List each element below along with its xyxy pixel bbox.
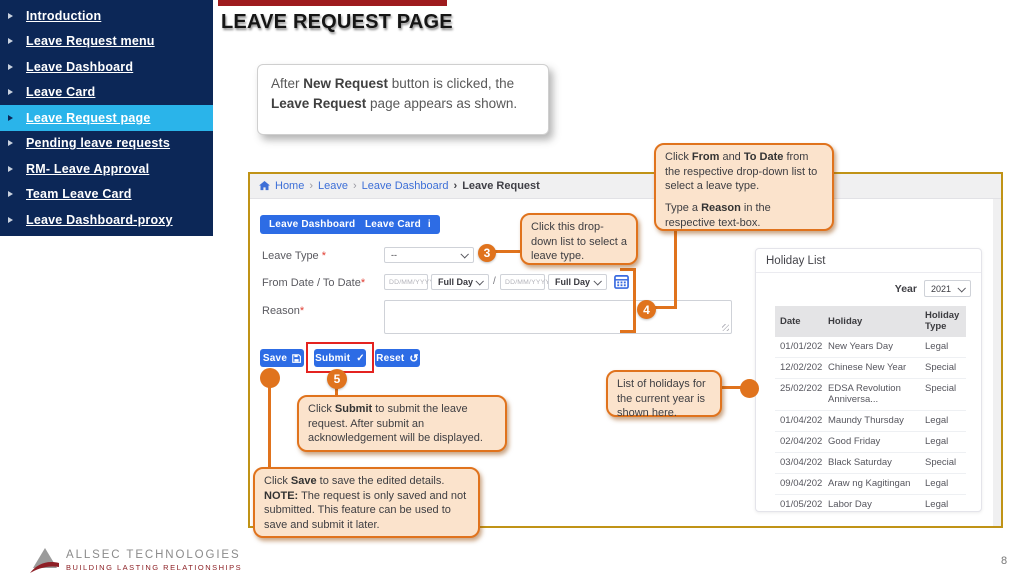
callout-submit: Click Submit to submit the leave request… [297,395,507,452]
bullet-triangle-icon [8,38,13,45]
note-box: After New Request button is clicked, the… [257,64,549,135]
sidebar-item-introduction[interactable]: Introduction [0,3,213,29]
leave-type-select[interactable]: -- [384,247,474,263]
from-date-input[interactable]: DD/MM/YYYY [384,274,434,290]
breadcrumb-leave-dashboard-link[interactable]: Leave Dashboard [361,180,449,192]
col-header-date: Date [775,306,823,337]
breadcrumb-leave-link[interactable]: Leave [318,180,348,192]
sidebar-item-leave-card[interactable]: Leave Card [0,80,213,106]
step-4-badge: 4 [637,300,656,319]
bullet-triangle-icon [8,89,13,96]
calendar-icon[interactable] [614,274,629,289]
chevron-down-icon [593,277,602,286]
bullet-triangle-icon [8,140,13,147]
chevron-down-icon [460,250,469,259]
reason-label: Reason* [262,305,305,317]
bracket-top-tick [620,268,636,271]
sidebar-item-leave-dashboard[interactable]: Leave Dashboard [0,54,213,80]
chevron-down-icon [475,277,484,286]
bullet-triangle-icon [8,191,13,198]
bracket-bottom-tick [620,330,636,333]
breadcrumb-home-link[interactable]: Home [275,180,305,192]
callout-4-connector-horizontal [652,306,677,309]
check-icon: ✓ [356,352,365,364]
reset-button[interactable]: Reset↺ [375,349,420,367]
year-selector-row: Year 2021 [756,280,971,297]
logo-tagline: BUILDING LASTING RELATIONSHIPS [66,563,243,572]
callout-5-connector-line [335,388,338,397]
sidebar-item-rm-leave-approval[interactable]: RM- Leave Approval [0,156,213,182]
to-day-type-select[interactable]: Full Day [548,274,607,290]
from-day-type-select[interactable]: Full Day [431,274,489,290]
bullet-triangle-icon [8,216,13,223]
callout-save-connector-line [268,386,271,467]
bullet-triangle-icon [8,165,13,172]
allsec-logo-icon [28,547,62,575]
callout-date-reason: Click From and To Date from the respecti… [654,143,834,231]
home-icon [259,181,270,191]
col-header-holiday-type: Holiday Type [920,306,966,337]
callout-holiday-connector-line [720,386,742,389]
callout-leave-type: Click this drop-down list to select a le… [520,213,638,265]
logo-company-name: ALLSEC TECHNOLOGIES [66,549,241,561]
step-5-badge: 5 [327,369,347,389]
breadcrumb-separator: › [353,180,357,192]
breadcrumb-separator: › [453,180,458,192]
sidebar-item-pending-leave-requests[interactable]: Pending leave requests [0,131,213,157]
breadcrumb-current: Leave Request [462,180,540,192]
bullet-triangle-icon [8,114,13,121]
submit-highlight-rectangle [306,342,374,373]
sidebar-nav: Introduction Leave Request menu Leave Da… [0,0,213,236]
bullet-triangle-icon [8,12,13,19]
breadcrumb: Home › Leave › Leave Dashboard › Leave R… [250,174,1001,199]
col-header-holiday: Holiday [823,306,920,337]
page-title: LEAVE REQUEST PAGE [221,11,453,33]
callout-save: Click Save to save the edited details. N… [253,467,480,538]
chevron-down-icon [957,283,966,293]
allsec-logo-text: ALLSEC TECHNOLOGIES BUILDING LASTING REL… [66,549,242,572]
save-icon [292,353,302,363]
breadcrumb-separator: › [309,180,314,192]
submit-button[interactable]: Submit✓ [314,349,366,367]
date-slash-separator: / [493,276,496,287]
page-gutter [993,199,1001,526]
callout-holiday-list: List of holidays for the current year is… [606,370,722,419]
leave-type-label: Leave Type * [262,250,327,262]
date-range-label: From Date / To Date* [262,277,366,289]
year-select[interactable]: 2021 [924,280,971,297]
year-label: Year [894,282,917,295]
holiday-marker-dot [740,379,759,398]
sidebar-item-leave-request-page[interactable]: Leave Request page [0,105,213,131]
leave-dashboard-button[interactable]: Leave Dashboard [260,215,379,234]
info-icon: i [427,219,431,230]
reason-textarea[interactable] [384,300,732,334]
callout-4-connector-vertical [674,229,677,309]
holiday-list-panel: Holiday List Year 2021 Date Holiday Holi… [755,248,982,512]
save-marker-dot [260,368,280,388]
title-underline-bar [218,0,447,6]
sidebar-item-leave-request-menu[interactable]: Leave Request menu [0,29,213,55]
bullet-triangle-icon [8,63,13,70]
sidebar-item-leave-dashboard-proxy[interactable]: Leave Dashboard-proxy [0,207,213,233]
reset-icon: ↺ [409,352,419,365]
save-button[interactable]: Save [260,349,304,367]
slide-page-number: 8 [1001,555,1008,567]
step-3-badge: 3 [478,244,496,262]
table-header-row: Date Holiday Holiday Type [775,306,966,337]
holiday-list-title: Holiday List [756,249,981,273]
to-date-input[interactable]: DD/MM/YYYY [500,274,550,290]
callout-3-connector-line [494,250,520,253]
sidebar-item-team-leave-card[interactable]: Team Leave Card [0,182,213,208]
bracket-vertical [633,268,636,333]
